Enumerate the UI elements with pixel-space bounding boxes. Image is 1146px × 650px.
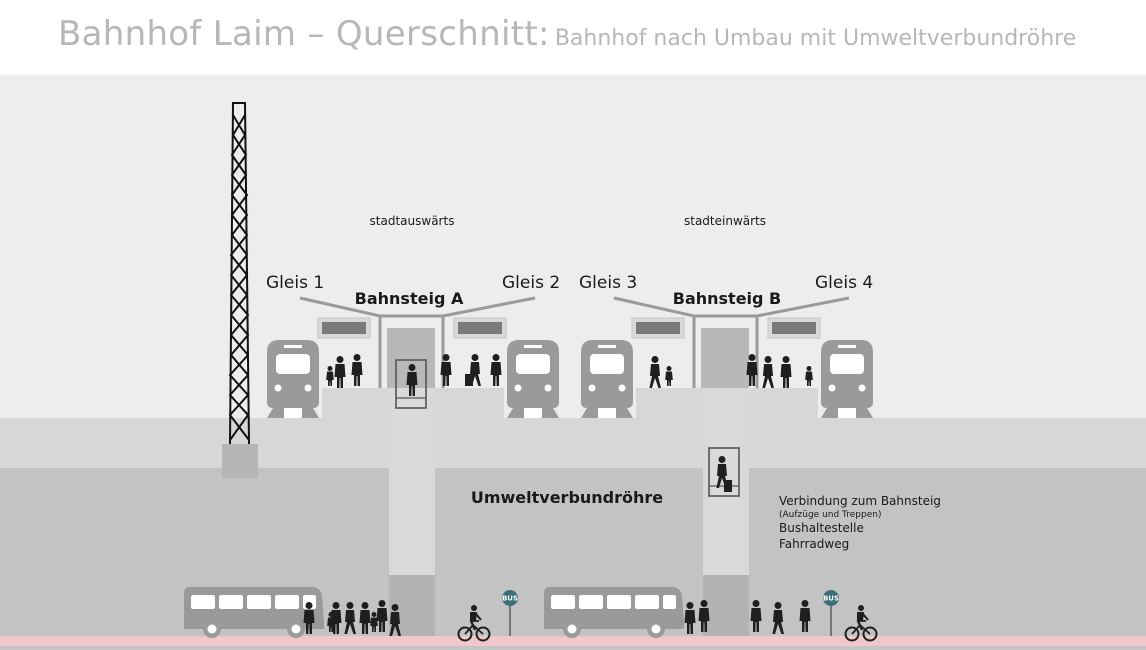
legend-connection-note: (Aufzüge und Treppen) — [779, 510, 881, 520]
bus-sign-label: BUS — [823, 595, 839, 603]
platform-a-label: Bahnsteig A — [355, 289, 464, 308]
pylon-icon — [222, 102, 258, 478]
direction-left-label: stadtauswärts — [370, 214, 455, 228]
train-icon — [507, 340, 559, 418]
legend-connection: Verbindung zum Bahnsteig — [779, 494, 941, 508]
bus-stop-sign-icon: BUS — [823, 590, 839, 636]
shaft-b-bottom — [703, 575, 749, 636]
legend-bike: Fahrradweg — [779, 537, 849, 551]
gleis-4-label: Gleis 4 — [815, 273, 873, 293]
ground-line — [0, 646, 1146, 650]
title-sub: Bahnhof nach Umbau mit Umweltverbundröhr… — [554, 26, 1077, 51]
platform-b-label: Bahnsteig B — [673, 289, 782, 308]
gleis-1-label: Gleis 1 — [266, 273, 324, 293]
train-icon — [821, 340, 873, 418]
tunnel-label: Umweltverbundröhre — [471, 488, 663, 507]
sky-background — [0, 75, 1146, 420]
luggage-icon — [724, 480, 732, 492]
legend-bus: Bushaltestelle — [779, 521, 864, 535]
bus-stop-sign-icon: BUS — [502, 590, 518, 636]
title-main: Bahnhof Laim – Querschnitt: — [58, 14, 550, 54]
platform-a-people — [326, 354, 502, 388]
bus-sign-label: BUS — [502, 595, 518, 603]
train-icon — [581, 340, 633, 418]
train-icon — [267, 340, 319, 418]
direction-right-label: stadteinwärts — [684, 214, 766, 228]
embankment-layer — [0, 418, 1146, 470]
canopy-a — [299, 296, 536, 388]
canopy-b — [613, 296, 850, 388]
bike-lane — [0, 636, 1146, 646]
tunnel-legend: Verbindung zum Bahnsteig (Aufzüge und Tr… — [779, 494, 941, 551]
gleis-3-label: Gleis 3 — [579, 273, 637, 293]
gleis-2-label: Gleis 2 — [502, 273, 560, 293]
page-title: Bahnhof Laim – Querschnitt: Bahnhof nach… — [58, 14, 1076, 54]
building-b — [701, 328, 749, 388]
